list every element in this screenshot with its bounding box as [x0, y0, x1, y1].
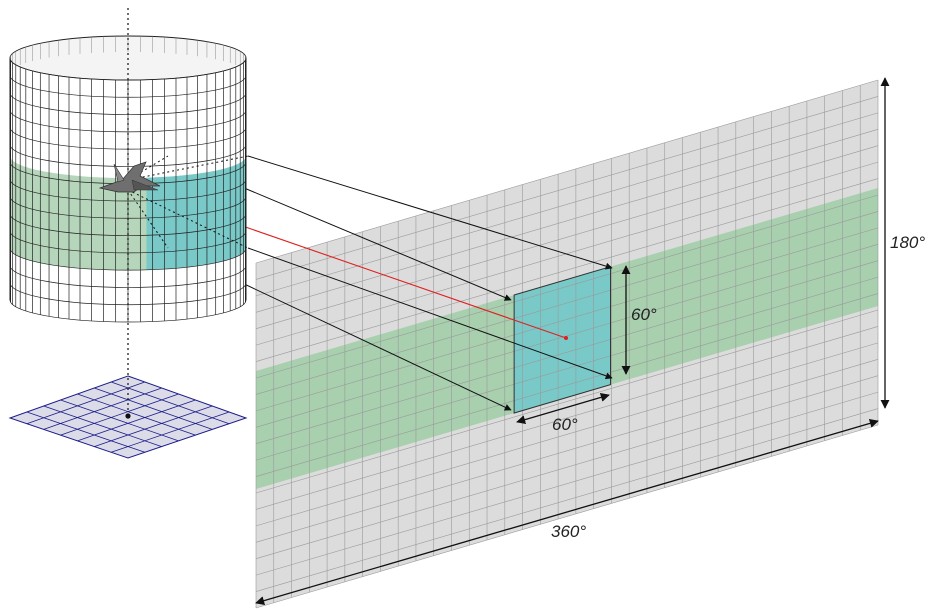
- ground-grid-line: [60, 399, 179, 442]
- cylinder-grid-ring: [9, 75, 247, 98]
- projection-line: [247, 155, 613, 270]
- panorama-grid-line: [255, 194, 879, 379]
- cylinder-grid-ring: [9, 144, 247, 167]
- ground-grid-line: [94, 405, 213, 447]
- ground-grid-line: [43, 387, 162, 430]
- ground-grid-line: [43, 405, 162, 447]
- panorama-grid-line: [255, 112, 879, 297]
- cylinder-grid-ring: [9, 109, 247, 133]
- cylinder-grid-ring: [9, 299, 247, 323]
- cylinder-grid-ring: [9, 265, 247, 288]
- fov-horizontal-label: 60°: [552, 415, 578, 434]
- fov-vertical-label: 60°: [631, 305, 657, 324]
- cylinder-dotted-ray: [127, 189, 249, 249]
- width-label: 360°: [551, 522, 586, 541]
- ground-grid-line: [60, 393, 179, 436]
- axis-origin-dot: [125, 413, 131, 419]
- width-arrow: [255, 418, 879, 606]
- ground-grid-line: [111, 411, 230, 453]
- fov-horizontal-arrow: [516, 392, 610, 425]
- cylinder-grid-ring: [9, 248, 247, 271]
- panorama-grid-line: [255, 79, 879, 264]
- view-ray-end: [564, 336, 568, 340]
- panorama-grid-line: [255, 243, 879, 428]
- panorama-grid-line: [255, 178, 879, 362]
- panorama-grid-line: [255, 145, 879, 330]
- ground-grid-line: [77, 399, 196, 442]
- panorama-grid-line: [255, 211, 879, 395]
- projection-line: [247, 247, 613, 380]
- cylinder-grid-ring: [9, 178, 247, 202]
- panorama-grid-line: [255, 227, 879, 412]
- aircraft-icon: [98, 161, 161, 193]
- cylinder-fov-window: [146, 156, 246, 270]
- ground-grid-line: [111, 381, 230, 425]
- ground-grid-line: [94, 387, 213, 430]
- cylinder-dotted-ray: [127, 189, 169, 249]
- ground-grid-line: [77, 393, 196, 436]
- height-label: 180°: [890, 233, 925, 252]
- panorama-fov-window: [514, 266, 611, 414]
- panorama-fov-outline: [513, 266, 612, 414]
- cylinder-dotted-ray: [127, 155, 249, 181]
- ground-grid-line: [26, 381, 145, 425]
- panorama-grid-line: [255, 260, 879, 445]
- ground-grid-line: [26, 411, 145, 453]
- cylinder-grid-ring: [9, 213, 247, 236]
- panorama-grid-line: [255, 96, 879, 280]
- panorama-grid-line: [255, 128, 879, 313]
